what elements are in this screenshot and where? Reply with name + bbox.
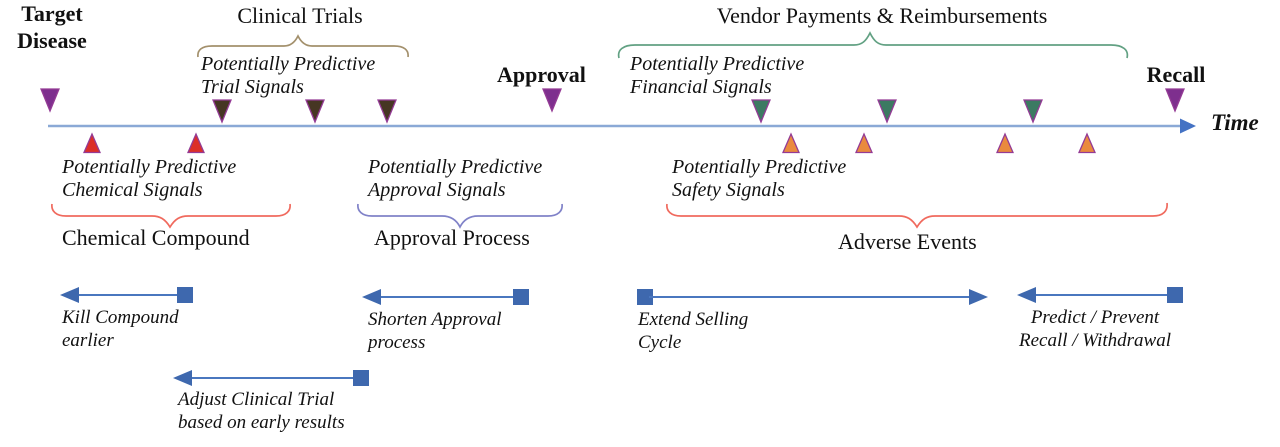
adverse-events-brace xyxy=(666,202,1168,229)
milestone-signal-marker-icon xyxy=(40,88,60,113)
kill-compound-label: Kill Compound earlier xyxy=(62,307,179,351)
adjust-clinical-trial-arrow xyxy=(173,370,369,386)
safety-signal-marker-icon xyxy=(1078,132,1096,154)
arrow-right-head-icon xyxy=(969,289,988,305)
chemical-signals-label: Potentially Predictive Chemical Signals xyxy=(62,156,237,201)
trial-signal-marker-icon xyxy=(212,99,232,124)
timeline-arrowhead-icon xyxy=(1180,118,1196,134)
kill-compound-arrow xyxy=(60,287,193,303)
clinical-trials-brace xyxy=(197,34,409,58)
chemical-signal-marker-icon xyxy=(187,132,205,154)
adjust-clinical-trial-label: Adjust Clinical Trial based on early res… xyxy=(178,389,345,433)
approval-process-label: Approval Process xyxy=(374,225,530,250)
vendor-payments-title: Vendor Payments & Reimbursements xyxy=(716,3,1048,28)
arrow-anchor-square-icon xyxy=(177,287,193,303)
time-axis-label: Time xyxy=(1211,110,1259,135)
signal-markers xyxy=(40,88,1185,154)
arrow-anchor-square-icon xyxy=(1167,287,1183,303)
shorten-approval-label: Shorten Approval process xyxy=(368,309,502,353)
safety-signal-marker-icon xyxy=(996,132,1014,154)
milestone-signal-marker-icon xyxy=(1165,88,1185,113)
financial-signal-marker-icon xyxy=(1023,99,1043,124)
arrow-anchor-square-icon xyxy=(353,370,369,386)
target-disease-label: Target Disease xyxy=(17,1,87,53)
trial-signal-marker-icon xyxy=(377,99,397,124)
trial-signals-label: Potentially Predictive Trial Signals xyxy=(201,53,376,98)
extend-selling-cycle-label: Extend Selling Cycle xyxy=(638,309,749,353)
chemical-signal-marker-icon xyxy=(83,132,101,154)
chemical-signals-brace xyxy=(51,203,291,229)
financial-signals-label: Potentially Predictive Financial Signals xyxy=(630,53,805,98)
approval-label: Approval xyxy=(497,62,586,87)
arrow-left-head-icon xyxy=(173,370,192,386)
vendor-payments-brace xyxy=(617,31,1129,59)
financial-signal-marker-icon xyxy=(877,99,897,124)
extend-selling-cycle-arrow xyxy=(637,289,988,305)
safety-signals-label: Potentially Predictive Safety Signals xyxy=(672,156,847,201)
arrow-left-head-icon xyxy=(362,289,381,305)
safety-signal-marker-icon xyxy=(855,132,873,154)
chemical-compound-label: Chemical Compound xyxy=(62,225,250,250)
predict-prevent-arrow xyxy=(1017,287,1183,303)
predict-prevent-label: Predict / Prevent Recall / Withdrawal xyxy=(1019,307,1171,351)
clinical-trials-title: Clinical Trials xyxy=(237,3,363,28)
safety-signal-marker-icon xyxy=(782,132,800,154)
arrow-anchor-square-icon xyxy=(637,289,653,305)
arrow-left-head-icon xyxy=(1017,287,1036,303)
shorten-approval-arrow xyxy=(362,289,529,305)
financial-signal-marker-icon xyxy=(751,99,771,124)
approval-signals-brace xyxy=(357,203,563,229)
milestone-signal-marker-icon xyxy=(542,88,562,113)
arrow-anchor-square-icon xyxy=(513,289,529,305)
approval-signals-label: Potentially Predictive Approval Signals xyxy=(368,156,543,201)
adverse-events-label: Adverse Events xyxy=(838,229,977,254)
recall-label: Recall xyxy=(1146,62,1206,87)
arrow-left-head-icon xyxy=(60,287,79,303)
trial-signal-marker-icon xyxy=(305,99,325,124)
